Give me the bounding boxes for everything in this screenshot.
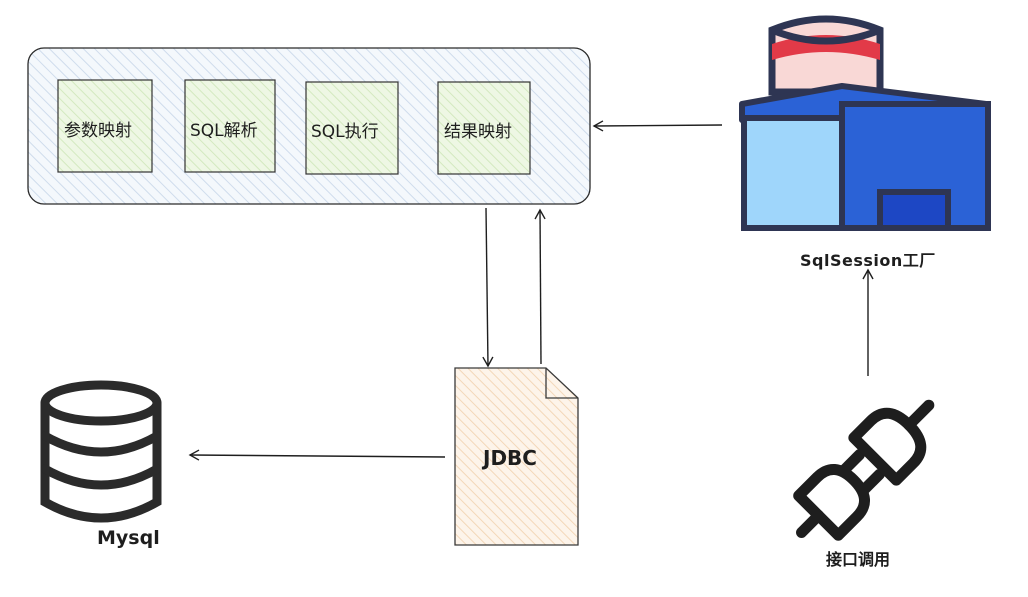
database-icon[interactable]: [40, 380, 162, 523]
interface-label: 接口调用: [826, 550, 891, 569]
step-box-sql-parse[interactable]: [184, 79, 276, 173]
step-box-param-mapping[interactable]: [57, 79, 153, 173]
arrow-factory-to-pipeline: [592, 120, 723, 132]
step-label-sql-exec: SQL执行: [311, 122, 379, 142]
arrow-pipeline-to-jdbc: [482, 207, 494, 368]
plug-icon[interactable]: [780, 384, 950, 554]
document-icon[interactable]: [454, 367, 579, 546]
step-label-sql-parse: SQL解析: [190, 121, 258, 141]
step-label-result-mapping: 结果映射: [444, 122, 512, 142]
factory-building-icon[interactable]: [739, 15, 991, 231]
arrow-jdbc-to-pipeline: [534, 208, 546, 365]
step-box-sql-exec[interactable]: [305, 81, 399, 175]
mysql-label: Mysql: [97, 527, 160, 549]
jdbc-label: JDBC: [483, 446, 537, 470]
step-box-result-mapping[interactable]: [437, 81, 531, 175]
step-label-param-mapping: 参数映射: [64, 121, 132, 141]
arrow-jdbc-to-mysql: [188, 449, 446, 461]
factory-label: SqlSession工厂: [800, 251, 936, 270]
